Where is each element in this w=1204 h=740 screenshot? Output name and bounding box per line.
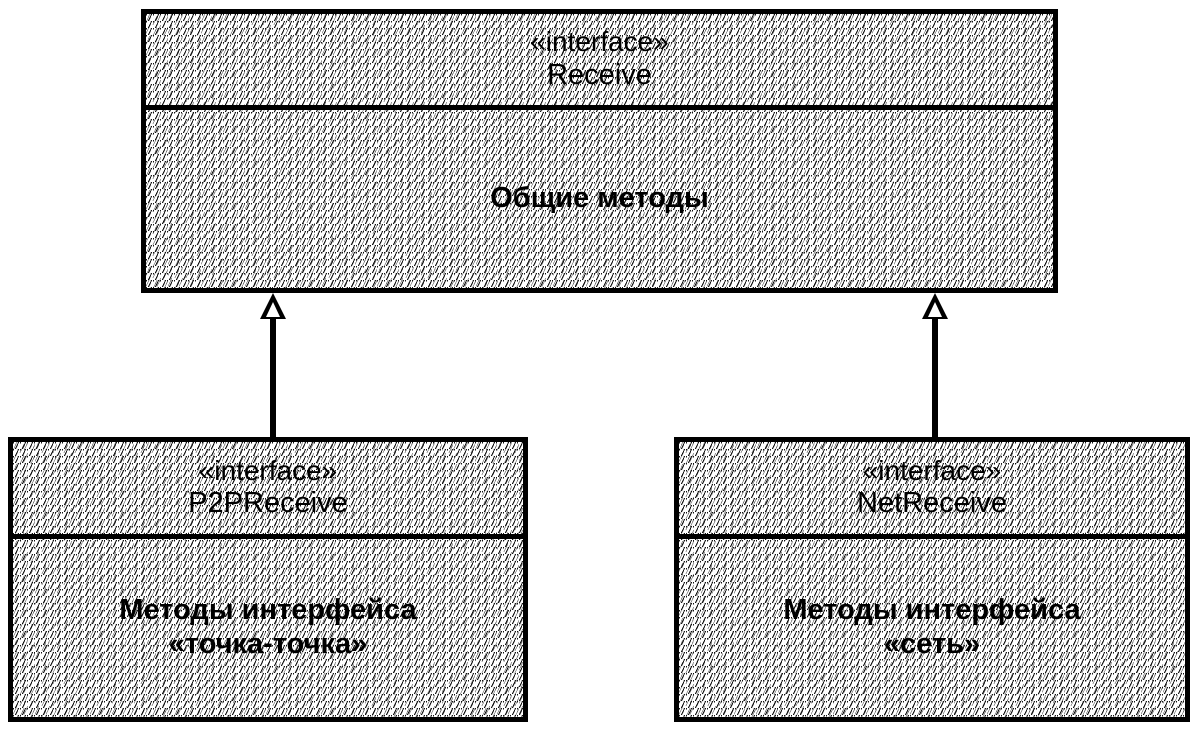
uml-class-netreceive[interactable]: «interface» NetReceive Методы интерфейса…	[674, 437, 1190, 722]
uml-class-receive-name: Receive	[547, 58, 652, 91]
generalization-p2preceive-to-receive	[260, 293, 286, 437]
uml-class-p2preceive-methods: Методы интерфейса «точка-точка»	[13, 539, 523, 717]
uml-class-netreceive-stereotype: «interface»	[862, 454, 1002, 486]
generalization-netreceive-to-receive	[922, 293, 948, 437]
uml-class-receive-header: «interface» Receive	[146, 14, 1053, 110]
uml-class-netreceive-methods-line-2: «сеть»	[883, 628, 981, 660]
generalization-line	[932, 318, 938, 437]
uml-class-receive-methods: Общие методы	[146, 110, 1053, 288]
generalization-line	[270, 318, 276, 437]
uml-class-receive[interactable]: «interface» Receive Общие методы	[141, 9, 1058, 293]
uml-class-p2preceive-header: «interface» P2PReceive	[13, 442, 523, 539]
uml-class-p2preceive-methods-line-1: Методы интерфейса	[119, 594, 417, 627]
uml-class-p2preceive-stereotype: «interface»	[198, 454, 338, 486]
uml-class-p2preceive-name: P2PReceive	[188, 487, 348, 520]
uml-class-netreceive-methods: Методы интерфейса «сеть»	[679, 539, 1185, 717]
uml-class-receive-methods-line-1: Общие методы	[490, 182, 709, 215]
uml-class-netreceive-name: NetReceive	[857, 487, 1007, 520]
uml-class-p2preceive[interactable]: «interface» P2PReceive Методы интерфейса…	[8, 437, 528, 722]
uml-class-netreceive-header: «interface» NetReceive	[679, 442, 1185, 539]
uml-class-netreceive-methods-line-1: Методы интерфейса	[783, 594, 1081, 627]
uml-class-p2preceive-methods-line-2: «точка-точка»	[168, 628, 368, 660]
uml-class-receive-stereotype: «interface»	[530, 26, 669, 58]
